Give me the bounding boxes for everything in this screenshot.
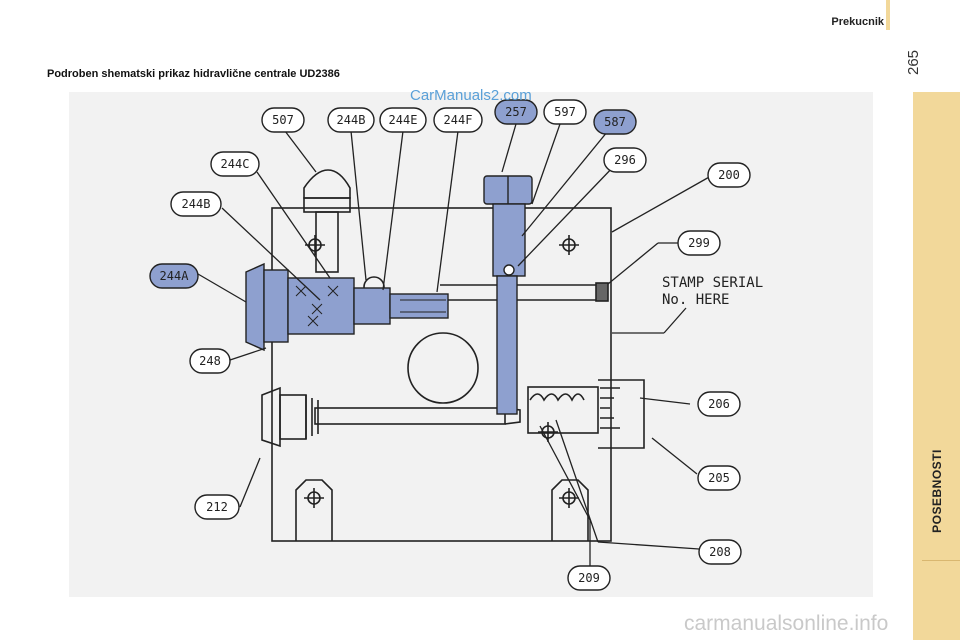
section-title: Podroben shematski prikaz hidravlične ce… <box>47 68 340 80</box>
svg-text:507: 507 <box>272 113 294 127</box>
manifold-body <box>271 207 612 542</box>
valve-cap <box>598 379 645 449</box>
label-587: 587 <box>593 109 637 135</box>
label-200: 200 <box>707 162 751 188</box>
svg-text:296: 296 <box>614 153 636 167</box>
bolt-rod <box>496 275 518 415</box>
svg-text:244E: 244E <box>389 113 418 127</box>
watermark-bottom: carmanualsonline.info <box>684 612 889 635</box>
label-257: 257 <box>494 99 538 125</box>
label-209: 209 <box>567 565 611 591</box>
label-244A: 244A <box>149 263 199 289</box>
side-tab-divider <box>922 560 960 561</box>
lower-spool <box>314 407 506 425</box>
stamp-serial-line2: No. HERE <box>662 292 729 308</box>
part-labels: 507 244B 244E 244F 257 597 587 296 200 2… <box>149 99 751 591</box>
label-244F: 244F <box>433 107 483 133</box>
svg-text:244C: 244C <box>221 157 250 171</box>
plug-244A <box>245 262 265 352</box>
svg-text:206: 206 <box>708 397 730 411</box>
label-244B-top: 244B <box>327 107 375 133</box>
label-597: 597 <box>543 99 587 125</box>
crosshair-holes <box>304 235 579 508</box>
svg-text:248: 248 <box>199 354 221 368</box>
svg-text:209: 209 <box>578 571 600 585</box>
plug-212 <box>261 386 281 448</box>
label-244C: 244C <box>210 151 260 177</box>
svg-text:597: 597 <box>554 105 576 119</box>
label-248: 248 <box>189 348 231 374</box>
side-tab <box>913 92 960 640</box>
valve-206 <box>527 386 599 434</box>
svg-text:212: 212 <box>206 500 228 514</box>
stamp-serial-line1: STAMP SERIAL <box>662 275 763 291</box>
svg-text:208: 208 <box>709 545 731 559</box>
main-port-circle <box>407 332 479 404</box>
bottom-notch-right <box>551 479 589 541</box>
header-title: Prekucnik <box>831 16 884 28</box>
label-244B-left: 244B <box>170 191 222 217</box>
highlighted-parts <box>245 175 533 415</box>
label-299: 299 <box>677 230 721 256</box>
header-divider <box>886 0 890 30</box>
plug-244A-flange <box>263 269 289 343</box>
svg-text:257: 257 <box>505 105 527 119</box>
label-507: 507 <box>261 107 305 133</box>
bottom-notch-left <box>295 479 333 541</box>
svg-text:200: 200 <box>718 168 740 182</box>
label-244E: 244E <box>379 107 427 133</box>
svg-text:244B: 244B <box>182 197 211 211</box>
watermark-top: CarManuals2.com <box>410 87 532 104</box>
svg-text:205: 205 <box>708 471 730 485</box>
valve-244F <box>389 293 449 319</box>
leader-lines <box>197 123 712 567</box>
label-206: 206 <box>697 391 741 417</box>
cap-507 <box>303 169 351 199</box>
valve-244E <box>353 287 391 325</box>
label-212: 212 <box>194 494 240 520</box>
label-208: 208 <box>698 539 742 565</box>
svg-text:244A: 244A <box>160 269 190 283</box>
label-205: 205 <box>697 465 741 491</box>
bolt-shank <box>492 203 526 277</box>
svg-text:299: 299 <box>688 236 710 250</box>
spring-208 <box>529 393 585 402</box>
svg-text:244B: 244B <box>337 113 366 127</box>
label-296: 296 <box>603 147 647 173</box>
svg-text:587: 587 <box>604 115 626 129</box>
valve-244B <box>287 277 355 335</box>
svg-text:244F: 244F <box>444 113 473 127</box>
